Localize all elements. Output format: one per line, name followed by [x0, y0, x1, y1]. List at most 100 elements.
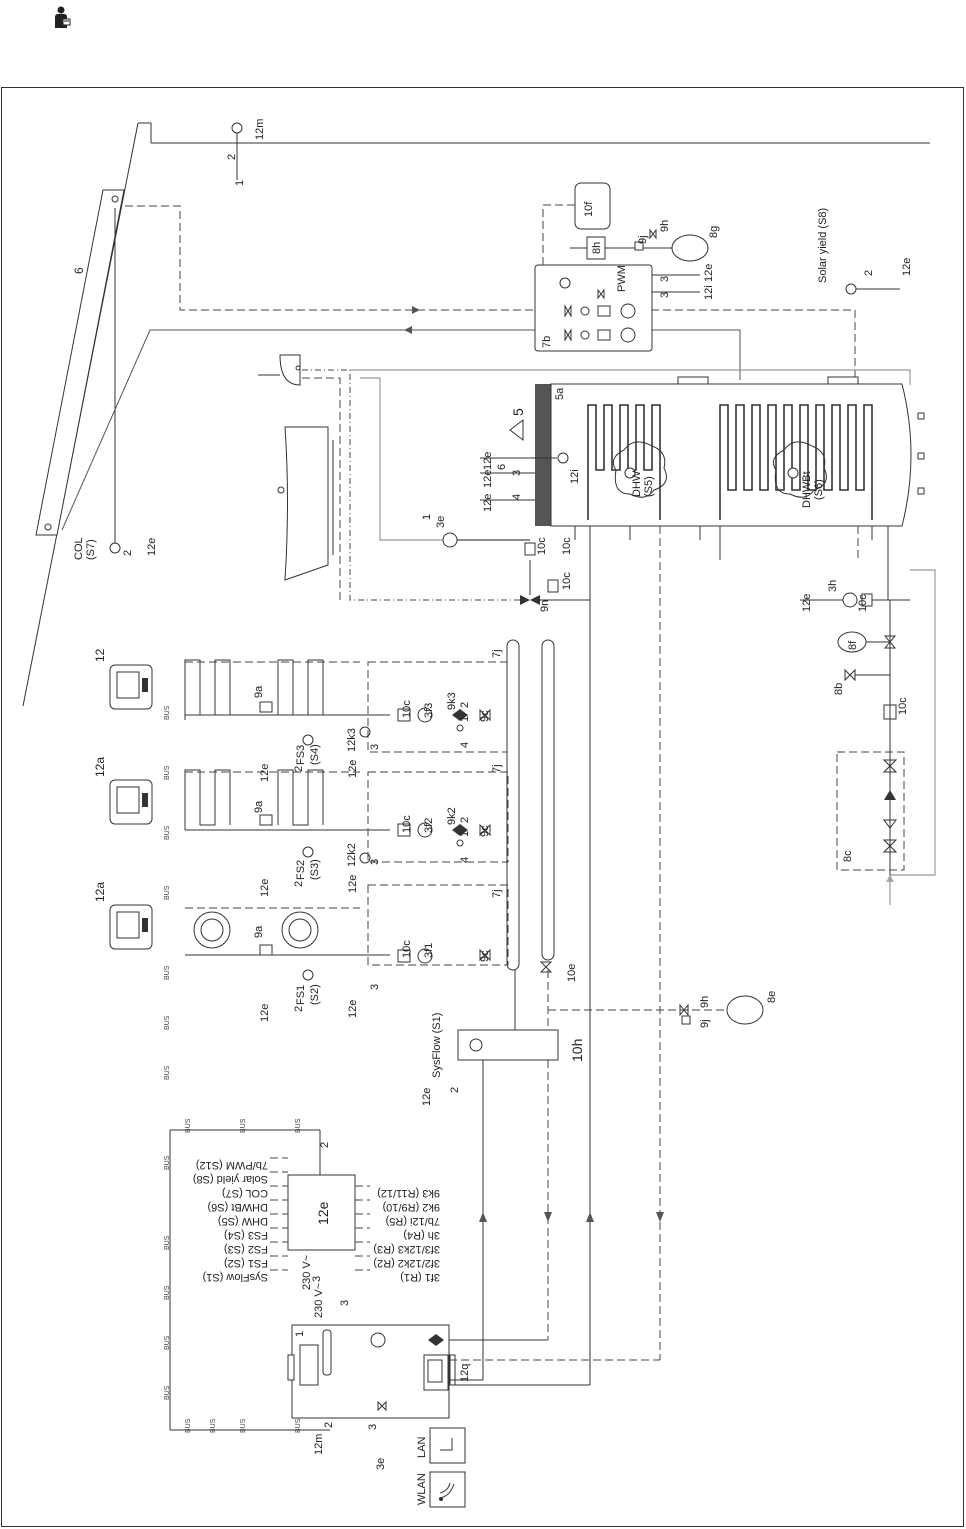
valve-label: 9c — [479, 710, 491, 722]
flow-sensor-id: (S4) — [309, 744, 321, 765]
svg-text:3e: 3e — [435, 516, 447, 528]
storage-tank: 5a DHW (S5) DHWBt (S6) 12i 5 6 3 4 12e 1… — [480, 376, 925, 1385]
bus-label: BUS — [164, 1065, 171, 1080]
relay-label: 12k3 — [346, 728, 358, 752]
module-input-label: FS1 (S2) — [224, 1257, 268, 1269]
pulse-meter-8h: 8h — [570, 236, 673, 260]
check-valve-label: 10c — [401, 815, 413, 833]
outside-sensor-label: 12m — [254, 119, 266, 140]
expansion-vessel-10f: 10f — [542, 182, 611, 265]
check-valve-label: 10c — [401, 940, 413, 958]
bus-label: BUS — [185, 1418, 192, 1433]
flow-sensor-label: FS3 — [295, 745, 307, 765]
svg-text:8h: 8h — [591, 242, 603, 254]
svg-text:12e: 12e — [421, 1088, 433, 1106]
svg-text:12e: 12e — [315, 1201, 331, 1225]
valves-9j-9h-8g: 9j 9h 8g — [634, 220, 720, 262]
svg-text:9n: 9n — [539, 600, 551, 612]
network-icons: LAN WLAN — [416, 1427, 466, 1508]
svg-text:PWM: PWM — [616, 265, 628, 292]
svg-text:10c: 10c — [536, 537, 548, 555]
room-controller[interactable] — [109, 664, 153, 710]
cold-water-group: 3h 10c 12e 8f 8b 10c 8c — [800, 569, 936, 905]
module-output-label: 3h (R4) — [403, 1229, 440, 1241]
bus-label: BUS — [295, 1418, 302, 1433]
svg-text:3: 3 — [367, 1424, 379, 1430]
svg-text:6: 6 — [496, 464, 508, 470]
solar-collector: 6 — [22, 122, 930, 707]
svg-text:3: 3 — [659, 292, 671, 298]
module-label: 12e — [347, 760, 359, 778]
svg-text:2: 2 — [122, 550, 134, 556]
bus-label: BUS — [164, 1235, 171, 1250]
check-valve-label: 10c — [401, 700, 413, 718]
bus-label: BUS — [164, 825, 171, 840]
valve-label: 9c — [479, 950, 491, 962]
svg-text:3h: 3h — [827, 580, 839, 592]
module-output-label: 9k2 (R9/10) — [383, 1201, 440, 1213]
bus-label: BUS — [164, 1285, 171, 1300]
room-controller[interactable] — [109, 779, 153, 825]
svg-text:2: 2 — [863, 270, 875, 276]
room-controller-label: 12 — [93, 648, 107, 662]
heating-circuit-1 — [185, 884, 553, 981]
bus-label: BUS — [295, 1118, 302, 1133]
svg-text:(S5): (S5) — [643, 476, 655, 497]
mixer-label: 9k2 — [446, 807, 458, 825]
svg-text:1: 1 — [294, 1331, 306, 1337]
module-input-label: FS3 (S4) — [224, 1229, 268, 1241]
svg-text:3: 3 — [311, 1276, 323, 1282]
relay-label: 12k2 — [346, 843, 358, 867]
dhw-circulation: 3e 1 10c 10c 10c 9n — [421, 514, 590, 612]
bus-label: BUS — [164, 885, 171, 900]
svg-text:12e: 12e — [482, 452, 494, 470]
svg-text:9h: 9h — [659, 220, 671, 232]
wire-label: 2 — [293, 881, 305, 887]
port-label: 2 — [459, 702, 471, 708]
bus-label: BUS — [164, 705, 171, 720]
diagram-frame — [1, 87, 964, 1527]
room-controller-label: 12a — [93, 757, 107, 777]
module-input-label: FS2 (S3) — [224, 1243, 268, 1255]
svg-text:10c: 10c — [561, 572, 573, 590]
svg-text:2: 2 — [226, 154, 238, 160]
collector-field-label: 6 — [72, 267, 86, 274]
flow-sensor-label: FS2 — [295, 860, 307, 880]
valve-label: 9c — [479, 825, 491, 837]
warning-label: 5 — [510, 408, 526, 416]
bus-label: BUS — [164, 1385, 171, 1400]
svg-text:3: 3 — [339, 1300, 351, 1306]
wire-label: 3 — [369, 984, 381, 990]
svg-text:12i: 12i — [703, 285, 715, 300]
svg-text:5a: 5a — [554, 387, 566, 400]
svg-text:9j: 9j — [637, 235, 649, 244]
module-input-label: SysFlow (S1) — [203, 1271, 268, 1283]
bus-label: BUS — [164, 1155, 171, 1170]
module-output-label: 3f2/12k2 (R2) — [373, 1257, 440, 1269]
collector-sensor: COL (S7) 2 12e — [73, 208, 158, 560]
svg-text:SysFlow (S1): SysFlow (S1) — [431, 1013, 443, 1078]
svg-text:1: 1 — [234, 180, 246, 186]
svg-text:12e: 12e — [901, 258, 913, 276]
svg-text:3e: 3e — [375, 1458, 387, 1470]
module-label: 12e — [259, 879, 271, 897]
valve-label: 9a — [253, 800, 265, 813]
svg-text:DHWBt: DHWBt — [801, 471, 813, 508]
outside-sensor: 12m 2 1 — [226, 119, 266, 186]
svg-text:12m: 12m — [313, 1434, 325, 1455]
bus-label: BUS — [210, 1418, 217, 1433]
module-label: 12e — [347, 875, 359, 893]
svg-text:8g: 8g — [708, 226, 720, 238]
svg-text:12e: 12e — [703, 264, 715, 282]
lan-label: LAN — [416, 1437, 428, 1458]
room-controller[interactable] — [109, 904, 153, 950]
bus-label: BUS — [240, 1118, 247, 1133]
header-label: 7j — [491, 764, 503, 773]
flow-sensor-id: (S2) — [309, 984, 321, 1005]
solar-station: 7b PWM 3 3 12e 12i — [534, 264, 715, 352]
valve-label: 9a — [253, 685, 265, 698]
svg-text:12q: 12q — [459, 1364, 471, 1382]
pump-label: 3f2 — [423, 818, 435, 833]
heating-circuit-3 — [184, 639, 555, 971]
heat-generator: 1 12q 230 V~ 3 2 3 12m 3e — [287, 1283, 660, 1470]
